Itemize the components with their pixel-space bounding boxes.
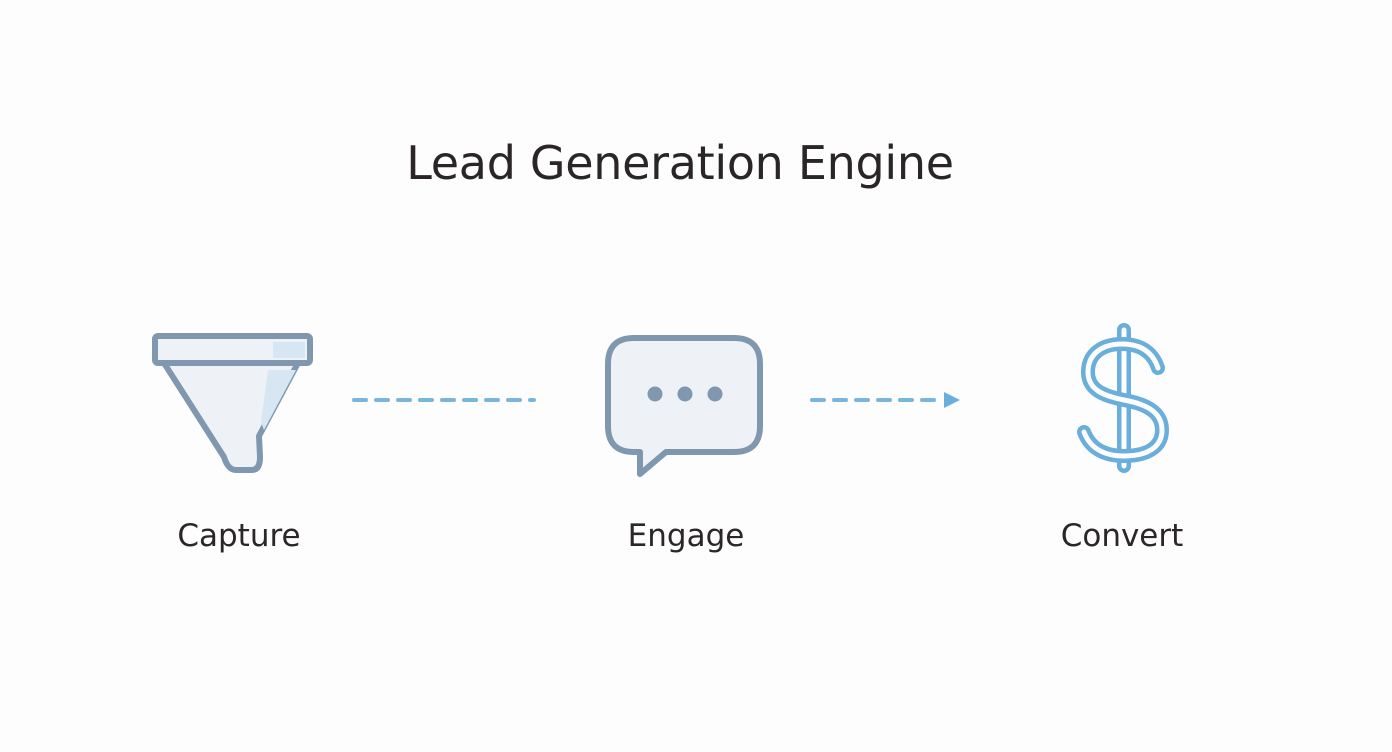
funnel-icon bbox=[152, 333, 313, 473]
connector-engage-convert bbox=[810, 392, 960, 408]
connector-capture-engage bbox=[352, 398, 536, 402]
step-label-capture: Capture bbox=[177, 518, 301, 554]
step-label-engage: Engage bbox=[627, 518, 745, 554]
diagram-title: Lead Generation Engine bbox=[406, 136, 954, 190]
dollar-sign-icon bbox=[1077, 323, 1170, 473]
chat-bubble-icon bbox=[605, 335, 763, 477]
step-label-convert: Convert bbox=[1060, 518, 1184, 554]
